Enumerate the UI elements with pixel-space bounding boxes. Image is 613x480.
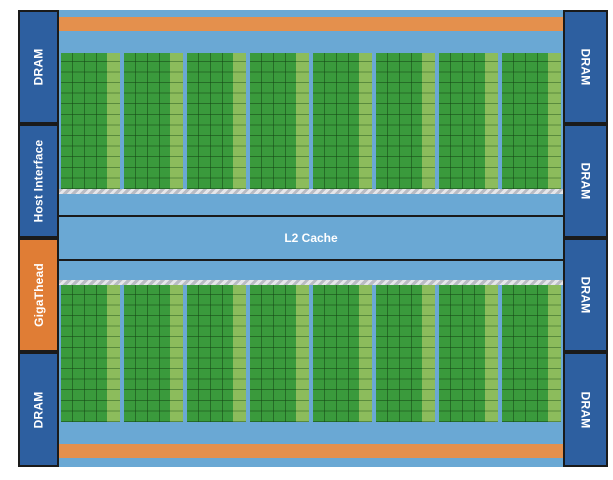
- dram-block-left-bottom: DRAM: [18, 352, 59, 467]
- sm-cluster-bottom-3: [187, 285, 233, 422]
- host-interface-label: Host Interface: [31, 139, 46, 223]
- interconnect-top: [59, 189, 563, 194]
- sm-cache-strip-bottom-6: [422, 285, 435, 422]
- host-interface-block: Host Interface: [18, 124, 59, 238]
- dram-label: DRAM: [31, 391, 46, 428]
- sm-cluster-top-2: [124, 53, 170, 189]
- sm-cache-strip-top-8: [548, 53, 561, 189]
- sm-cluster-top-8: [502, 53, 548, 189]
- sm-cache-strip-top-3: [233, 53, 246, 189]
- sm-cluster-bottom-1: [61, 285, 107, 422]
- sm-cluster-bottom-8: [502, 285, 548, 422]
- sm-cluster-bottom-4: [250, 285, 296, 422]
- sm-cache-strip-top-1: [107, 53, 120, 189]
- sm-cache-strip-top-5: [359, 53, 372, 189]
- memory-bus-top: [59, 31, 563, 53]
- sm-cluster-top-4: [250, 53, 296, 189]
- sm-cluster-top-5: [313, 53, 359, 189]
- dram-label: DRAM: [578, 391, 593, 428]
- gigathread-block: GigaThead: [18, 238, 59, 352]
- dram-block-left-top: DRAM: [18, 10, 59, 124]
- sm-cache-strip-top-2: [170, 53, 183, 189]
- sm-cache-strip-bottom-1: [107, 285, 120, 422]
- sm-cache-strip-top-4: [296, 53, 309, 189]
- core-area: L2 Cache: [59, 10, 563, 467]
- dram-block-right-4: DRAM: [563, 352, 608, 467]
- sm-cluster-bottom-6: [376, 285, 422, 422]
- sm-cache-strip-top-6: [422, 53, 435, 189]
- sm-cache-strip-bottom-7: [485, 285, 498, 422]
- sm-cluster-top-3: [187, 53, 233, 189]
- sm-cache-strip-bottom-3: [233, 285, 246, 422]
- sm-cache-strip-bottom-8: [548, 285, 561, 422]
- sm-cache-strip-top-7: [485, 53, 498, 189]
- sm-cache-strip-bottom-2: [170, 285, 183, 422]
- orange-stripe-bottom: [59, 444, 563, 458]
- sm-cluster-top-6: [376, 53, 422, 189]
- orange-stripe-top: [59, 17, 563, 31]
- sm-cluster-bottom-2: [124, 285, 170, 422]
- dram-label: DRAM: [578, 162, 593, 200]
- sm-cluster-top-1: [61, 53, 107, 189]
- sm-cluster-bottom-5: [313, 285, 359, 422]
- sm-cache-strip-bottom-4: [296, 285, 309, 422]
- sm-cache-strip-bottom-5: [359, 285, 372, 422]
- l2-cache: L2 Cache: [59, 215, 563, 261]
- dram-block-right-2: DRAM: [563, 124, 608, 238]
- dram-label: DRAM: [578, 276, 593, 314]
- dram-label: DRAM: [578, 48, 593, 86]
- gigathread-label: GigaThead: [31, 263, 46, 327]
- memory-bus-bottom: [59, 422, 563, 444]
- sm-cluster-top-7: [439, 53, 485, 189]
- dram-block-right-1: DRAM: [563, 10, 608, 124]
- l2-cache-label: L2 Cache: [284, 231, 338, 245]
- interconnect-bottom: [59, 280, 563, 285]
- sm-cluster-bottom-7: [439, 285, 485, 422]
- dram-block-right-3: DRAM: [563, 238, 608, 352]
- dram-label: DRAM: [31, 48, 46, 86]
